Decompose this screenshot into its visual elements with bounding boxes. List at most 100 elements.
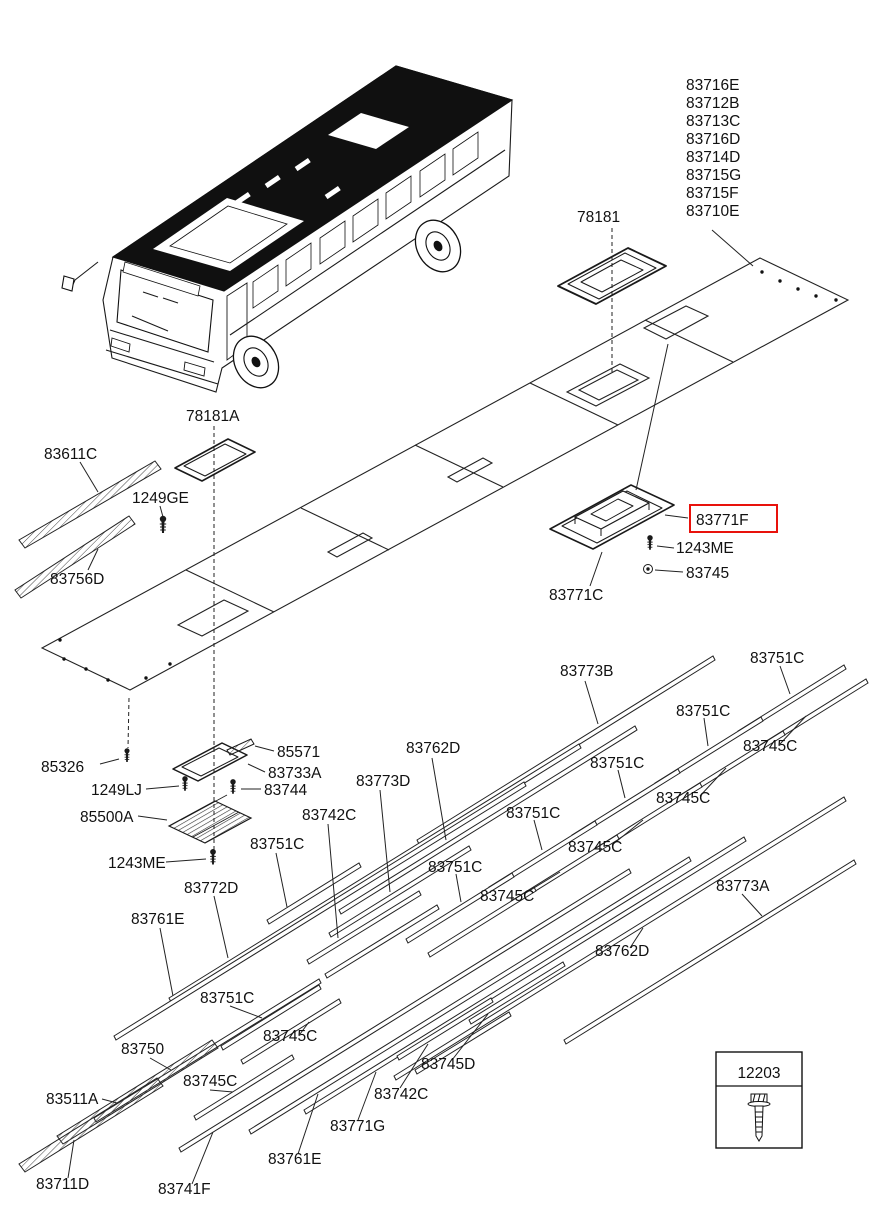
fasteners — [124, 515, 654, 865]
part-label-83745C-a: 83745C — [743, 738, 797, 755]
part-label-83745C-c: 83745C — [568, 839, 622, 856]
rail-83773A — [563, 859, 857, 1045]
vent-opening-83771C — [642, 305, 710, 340]
part-label-85326: 85326 — [41, 759, 84, 776]
part-label-83751C-e: 83751C — [428, 859, 482, 876]
part-label-83751C-6: 83751C — [250, 836, 304, 853]
bus-headlight-left — [110, 337, 131, 353]
screw-1249LJ — [181, 775, 189, 792]
part-label-83711D: 83711D — [36, 1176, 89, 1193]
hatch-opening-78181 — [565, 363, 651, 407]
part-label-83751C-7: 83751C — [200, 990, 254, 1007]
rail-83762D-2 — [393, 796, 847, 1081]
part-label-83772D: 83772D — [184, 880, 238, 897]
rail-83745C-e — [427, 886, 537, 958]
legend-box-12203 — [715, 1051, 803, 1149]
rail-83742C-1b — [324, 904, 440, 979]
rail-83751C-e — [405, 872, 515, 944]
part-label-1243ME: 1243ME — [676, 540, 734, 557]
bus-illustration — [61, 65, 514, 393]
screw-83744 — [229, 778, 237, 795]
part-label-83733A: 83733A — [268, 765, 322, 782]
screw-1249GE — [159, 515, 167, 534]
rail-83761E-1 — [113, 781, 527, 1041]
part-label-83715G: 83715G — [686, 167, 741, 184]
selected-part-highlight[interactable] — [689, 504, 778, 533]
part-label-1249GE: 1249GE — [132, 490, 189, 507]
rivet-dots — [58, 270, 838, 682]
roof-rail-assembly — [18, 655, 869, 1173]
part-label-83751C-a: 83751C — [750, 650, 804, 667]
part-label-78181A: 78181A — [186, 408, 240, 425]
part-label-83771F-selected[interactable]: 83771F — [696, 512, 749, 529]
hatch-opening-78181A — [176, 599, 250, 637]
part-label-83713C: 83713C — [686, 113, 740, 130]
part-label-83773A: 83773A — [716, 878, 770, 895]
bus-headlight-right — [183, 361, 206, 377]
part-label-83771C: 83771C — [549, 587, 603, 604]
upper-left-rails — [14, 460, 162, 599]
part-label-83715F: 83715F — [686, 185, 739, 202]
grille-85500A — [167, 794, 253, 844]
part-label-83773D: 83773D — [356, 773, 410, 790]
part-label-12203: 12203 — [737, 1065, 780, 1082]
strip-85571 — [226, 738, 255, 756]
part-label-83716D: 83716D — [686, 131, 740, 148]
part-label-83742C: 83742C — [302, 807, 356, 824]
part-label-83751C-d: 83751C — [506, 805, 560, 822]
part-label-78181: 78181 — [577, 209, 620, 226]
vent-assembly-83771C — [549, 484, 675, 550]
rail-83742C-2a — [396, 997, 494, 1061]
roof-hatch-78181 — [557, 247, 667, 305]
part-label-83511A: 83511A — [46, 1091, 99, 1108]
part-label-83771G: 83771G — [330, 1118, 385, 1135]
part-label-83716E: 83716E — [686, 77, 739, 94]
rail-83611C — [18, 460, 162, 549]
part-label-83744: 83744 — [264, 782, 307, 799]
bus-mirror — [61, 275, 75, 292]
bus-wheels — [232, 219, 462, 389]
part-label-83750: 83750 — [121, 1041, 164, 1058]
part-label-83761E-2: 83761E — [268, 1151, 321, 1168]
part-label-83611C: 83611C — [44, 446, 97, 463]
part-label-83751C-c: 83751C — [590, 755, 644, 772]
part-label-83773B: 83773B — [560, 663, 613, 680]
screw-1243ME-2 — [209, 848, 217, 865]
part-label-83745C-d: 83745C — [480, 888, 534, 905]
part-label-85500A: 85500A — [80, 809, 134, 826]
rail-83742C-2b — [414, 1011, 512, 1075]
roof-panel — [40, 257, 850, 691]
part-label-83756D: 83756D — [50, 571, 104, 588]
part-labels: 83716E 83712B 83713C 83716D 83714D 83715… — [36, 77, 804, 1198]
rail-83756D — [14, 515, 136, 599]
rail-83762D-1 — [338, 725, 638, 915]
part-label-83745C-5: 83745C — [263, 1028, 317, 1045]
rail-83751C-7a — [220, 984, 322, 1051]
part-label-1243ME-2: 1243ME — [108, 855, 166, 872]
part-label-83762D: 83762D — [406, 740, 460, 757]
rail-83741F — [178, 868, 632, 1153]
part-label-83745C-b: 83745C — [656, 790, 710, 807]
part-label-83745D: 83745D — [421, 1056, 475, 1073]
part-label-83742C-2: 83742C — [374, 1086, 428, 1103]
rail-83742C-1a — [306, 890, 422, 965]
rail-83745C-6 — [193, 1054, 295, 1121]
part-label-83761E: 83761E — [131, 911, 184, 928]
part-label-83762D-2: 83762D — [595, 943, 649, 960]
bus-side-windows — [252, 131, 479, 309]
part-label-83710E: 83710E — [686, 203, 739, 220]
screw-85326 — [124, 747, 130, 763]
part-label-83745: 83745 — [686, 565, 729, 582]
part-label-83741F: 83741F — [158, 1181, 211, 1198]
part-label-1249LJ: 1249LJ — [91, 782, 142, 799]
roof-vent-slots — [187, 145, 341, 222]
part-label-85571: 85571 — [277, 744, 320, 761]
center-dashed-lines — [127, 228, 613, 850]
roof-hatch-78181A — [174, 438, 256, 482]
rail-83761E-2 — [248, 856, 692, 1135]
rail-83711D — [18, 1077, 164, 1173]
part-label-83745C-6: 83745C — [183, 1073, 237, 1090]
rail-83773B — [416, 655, 716, 845]
